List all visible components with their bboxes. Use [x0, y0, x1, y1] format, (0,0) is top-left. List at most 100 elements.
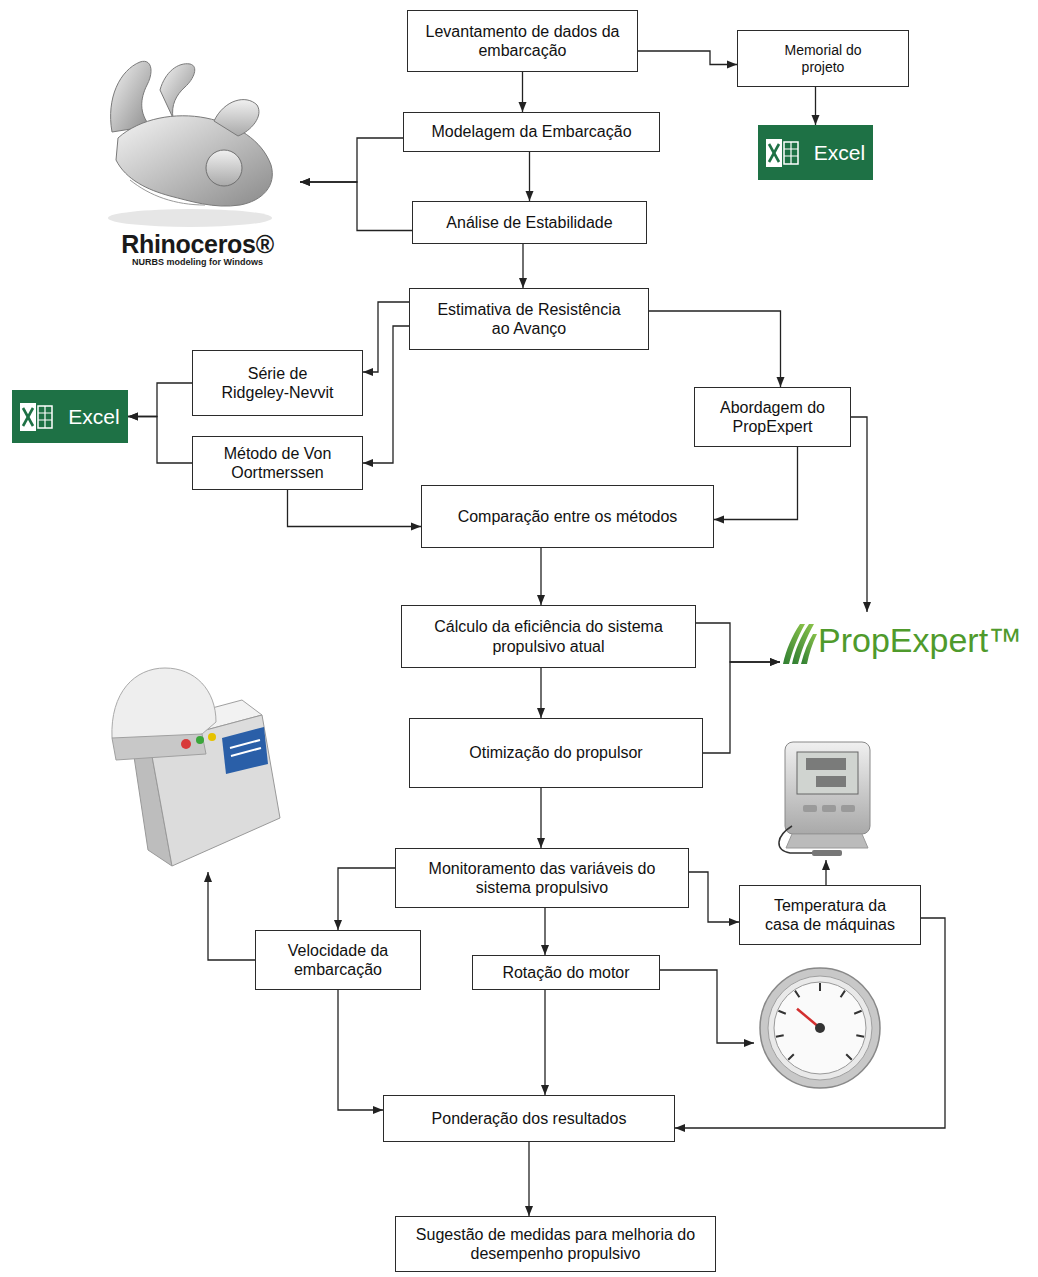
status-light: [181, 739, 191, 749]
flow-arrow: [363, 302, 409, 372]
process-box: Sugestão de medidas para melhoria do des…: [395, 1216, 716, 1272]
dial-ticks: [776, 983, 864, 1060]
display-segment: [806, 758, 846, 770]
process-box: Velocidade da embarcação: [255, 930, 421, 990]
node-text: Temperatura da casa de máquinas: [756, 896, 904, 934]
display-segment: [816, 776, 846, 787]
node-text: Série de Ridgeley-Nevvit: [213, 364, 342, 402]
excel-icon: [769, 144, 779, 162]
flow-arrow: [300, 138, 403, 182]
excel-icon: [23, 408, 33, 426]
process-box: Otimização do propulsor: [409, 718, 703, 788]
status-light: [208, 733, 216, 741]
node-text: Modelagem da Embarcação: [431, 122, 631, 141]
needle-hub: [815, 1023, 825, 1033]
node-text: Cálculo da eficiência do sistema propuls…: [410, 617, 687, 655]
node-text: Monitoramento das variáveis do sistema p…: [404, 859, 680, 897]
node-text: Excel: [814, 142, 865, 163]
process-box: Monitoramento das variáveis do sistema p…: [395, 848, 689, 908]
logo-shadow: [108, 209, 272, 227]
thermometer-stand: [786, 834, 868, 848]
flow-arrow: [529, 152, 530, 201]
gps-antenna: [112, 734, 206, 760]
device-label: [230, 740, 261, 756]
process-box: Rotação do motor: [472, 955, 660, 990]
device-label: [222, 727, 268, 774]
thermometer-display: [797, 752, 858, 794]
flow-arrow: [689, 872, 739, 922]
flow-arrow: [300, 182, 412, 231]
flow-arrow: [638, 51, 737, 65]
node-text: Abordagem do PropExpert: [703, 398, 842, 436]
process-box: Ponderação dos resultados: [383, 1095, 675, 1142]
excel-logo: [758, 125, 873, 180]
flow-arrow: [851, 417, 867, 612]
leader-arrow: [660, 970, 754, 1043]
process-box: Série de Ridgeley-Nevvit: [192, 350, 363, 416]
node-text: NURBS modeling for Windows: [132, 257, 263, 268]
node-text: Excel: [68, 406, 119, 427]
node-text: Rotação do motor: [502, 963, 629, 982]
flow-arrow: [815, 87, 816, 125]
tachometer-dial: [774, 982, 866, 1074]
excel-icon: [784, 142, 798, 164]
rhino-horn: [160, 64, 195, 118]
flow-arrow: [288, 490, 422, 527]
flow-arrow: [540, 788, 541, 848]
gps-antenna: [112, 668, 216, 744]
flow-arrow: [540, 548, 541, 605]
flow-arrow: [338, 990, 383, 1110]
node-text: Velocidade da embarcação: [264, 941, 412, 979]
node-text: Método de Von Oortmerssen: [213, 444, 342, 482]
node-text: PropExpert™: [818, 623, 1022, 657]
rhino-ear: [214, 100, 259, 136]
flow-arrow: [528, 1142, 529, 1216]
node-text: Comparação entre os métodos: [458, 507, 678, 526]
node-text: Ponderação dos resultados: [432, 1109, 627, 1128]
excel-icon: [23, 408, 33, 426]
flow-arrow: [714, 447, 798, 520]
flow-arrow: [338, 868, 395, 930]
flow-arrow: [649, 311, 781, 387]
rhino-eye: [206, 150, 242, 186]
process-box: Análise de Estabilidade: [412, 201, 647, 244]
process-box: Comparação entre os métodos: [421, 485, 714, 548]
flow-arrow: [128, 417, 192, 464]
excel-icon: [766, 139, 782, 167]
flow-arrow: [675, 918, 945, 1128]
excel-icon: [784, 142, 798, 164]
rhino-contour: [130, 180, 205, 205]
node-text: Análise de Estabilidade: [446, 213, 612, 232]
thermometer-button: [841, 805, 855, 812]
process-box: Cálculo da eficiência do sistema propuls…: [401, 605, 696, 668]
logo-node: PropExpert™: [780, 612, 1032, 668]
flow-arrow: [522, 72, 523, 112]
node-text: Sugestão de medidas para melhoria do des…: [404, 1225, 707, 1263]
flow-arrow: [696, 623, 780, 662]
thermometer-button: [803, 805, 817, 812]
propexpert-icon: [801, 634, 817, 664]
flow-arrow: [544, 908, 545, 955]
process-box: Memorial do projeto: [737, 30, 909, 87]
excel-logo: [12, 390, 128, 443]
logo-node: Excel: [12, 390, 128, 443]
excel-icon: [769, 144, 779, 162]
probe-wire: [779, 826, 812, 853]
temperature-probe: [812, 850, 842, 856]
tachometer: [768, 976, 872, 1080]
node-text: Rhinoceros®: [121, 231, 274, 257]
node-text: Estimativa de Resistência ao Avanço: [430, 300, 628, 338]
tachometer: [760, 968, 880, 1088]
process-box: Estimativa de Resistência ao Avanço: [409, 288, 649, 350]
rhino-horn: [111, 61, 151, 132]
thermometer: [785, 742, 870, 834]
flow-arrow: [540, 668, 541, 718]
logo-node: Rhinoceros®NURBS modeling for Windows: [95, 60, 300, 270]
process-box: Levantamento de dados da embarcação: [407, 10, 638, 72]
excel-icon: [38, 406, 52, 428]
node-text: Memorial do projeto: [768, 42, 878, 76]
node-text: Levantamento de dados da embarcação: [416, 22, 629, 60]
thermometer-button: [822, 805, 836, 812]
